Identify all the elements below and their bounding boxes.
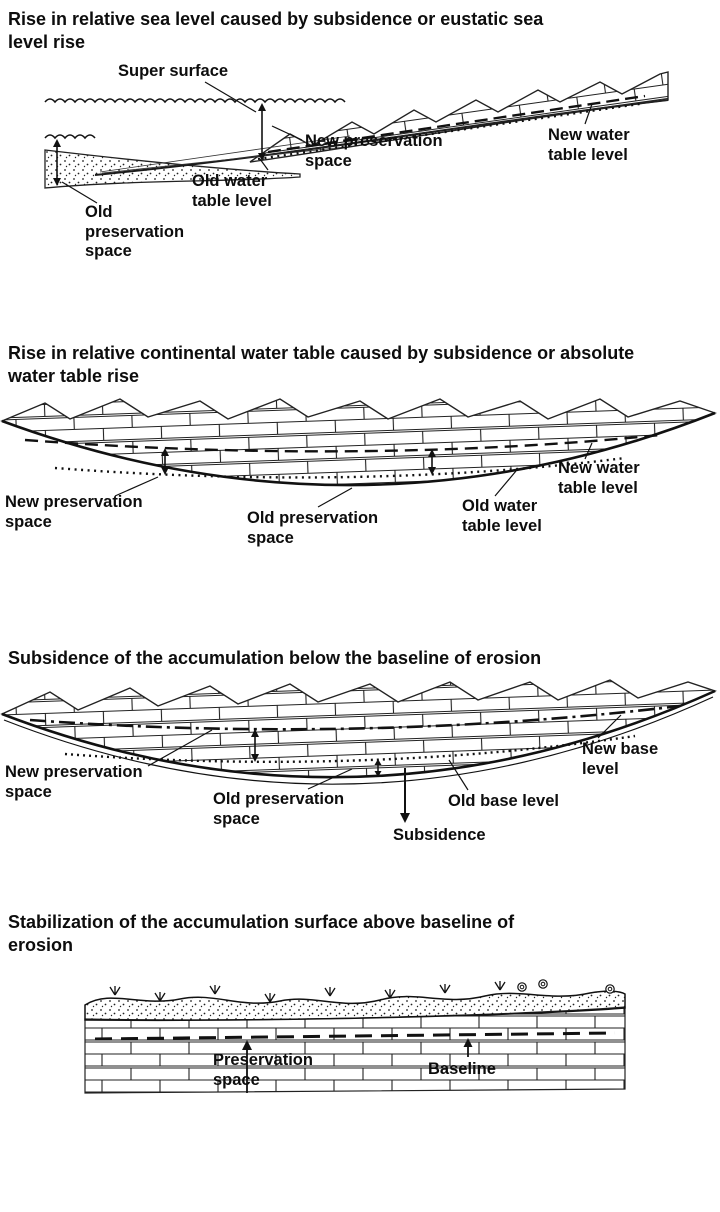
diagram-svg <box>0 679 717 824</box>
diagram-svg <box>44 70 669 204</box>
preservation-space-arrow-left <box>251 729 259 763</box>
diagram-subsidence: New preservation space Old preservation … <box>0 676 720 871</box>
panel-sea-level-rise: Rise in relative sea level caused by sub… <box>0 8 720 310</box>
subsidence-arrow <box>400 768 410 824</box>
leader-new-water-table <box>584 443 593 460</box>
label-preservation-space: Preservation space <box>213 1051 313 1089</box>
baseline-line <box>94 1031 616 1041</box>
leader-new-preservation <box>147 729 213 767</box>
basin-base-curve <box>1 690 716 779</box>
label-old-water-table-level: Old water table level <box>462 497 542 536</box>
preservation-space-arrow <box>242 1040 252 1094</box>
diagram-stabilization: Preservation space Baseline <box>0 963 720 1113</box>
label-new-preservation-space: New preservation space <box>305 131 443 170</box>
label-new-water-table-level: New water table level <box>548 125 630 164</box>
diagram-svg <box>0 398 718 508</box>
panel-water-table-rise: Rise in relative continental water table… <box>0 342 720 569</box>
preservation-space-arrow-center <box>374 759 382 778</box>
panel-stabilization: Stabilization of the accumulation surfac… <box>0 911 720 1113</box>
grass-tufts <box>109 981 506 1003</box>
preservation-space-arrow-center <box>428 449 436 476</box>
preservation-space-arrow-left <box>161 448 169 476</box>
label-old-preservation-space: Old preservation space <box>247 509 379 548</box>
old-sea-surface-wave <box>44 133 96 139</box>
leader-old-water-table <box>259 158 269 171</box>
panel-title: Rise in relative continental water table… <box>8 342 635 386</box>
panel-title: Rise in relative sea level caused by sub… <box>8 9 544 52</box>
diagram-svg <box>84 979 626 1094</box>
new-sea-surface-wave <box>44 97 346 103</box>
old-base-level-line <box>64 735 636 764</box>
label-baseline: Baseline <box>428 1060 496 1079</box>
label-old-preservation-space: Old preservation space <box>85 202 185 261</box>
label-subsidence: Subsidence <box>393 826 486 845</box>
baseline-arrow <box>463 1038 473 1058</box>
label-new-base-level: New base level <box>582 740 659 779</box>
label-old-preservation-space: Old preservation space <box>213 790 345 829</box>
panel-title: Subsidence of the accumulation below the… <box>8 648 542 669</box>
soil-cap <box>84 990 626 1022</box>
label-new-preservation-space: New preservation space <box>5 763 143 802</box>
new-base-level-line <box>29 705 681 731</box>
snail-shell-icon <box>517 979 615 994</box>
leader-old-preservation <box>61 181 98 204</box>
basin-base-curve-inner <box>3 696 714 786</box>
leader-new-water-table <box>584 103 593 124</box>
label-super-surface: Super surface <box>118 61 229 80</box>
label-old-base-level: Old base level <box>448 792 559 811</box>
new-water-table-line <box>24 434 661 453</box>
label-old-water-table-level: Old water table level <box>192 171 272 210</box>
diagram-water-table-rise: New preservation space Old preservation … <box>0 393 720 568</box>
old-preservation-space-arrow <box>53 138 61 186</box>
panel-subsidence: Subsidence of the accumulation below the… <box>0 647 720 871</box>
panel-title: Stabilization of the accumulation surfac… <box>8 912 515 956</box>
sediment-wedge <box>44 148 301 189</box>
leader-old-preservation <box>317 487 353 508</box>
new-preservation-space-arrow <box>258 102 266 161</box>
leader-old-base-level <box>448 759 469 791</box>
leader-old-water-table <box>494 471 517 497</box>
label-new-preservation-space: New preservation space <box>5 493 143 532</box>
diagram-sea-level-rise: Super surface New preservation space New… <box>0 60 720 310</box>
leader-super-surface <box>204 81 257 113</box>
basin-base-curve <box>1 412 716 487</box>
leader-old-preservation <box>307 768 353 790</box>
leader-new-base-level <box>597 714 622 739</box>
label-new-water-table-level: New water table level <box>558 459 640 498</box>
new-water-table-line <box>267 94 646 153</box>
leader-new-preservation <box>271 125 303 141</box>
leader-new-preservation <box>114 476 159 497</box>
